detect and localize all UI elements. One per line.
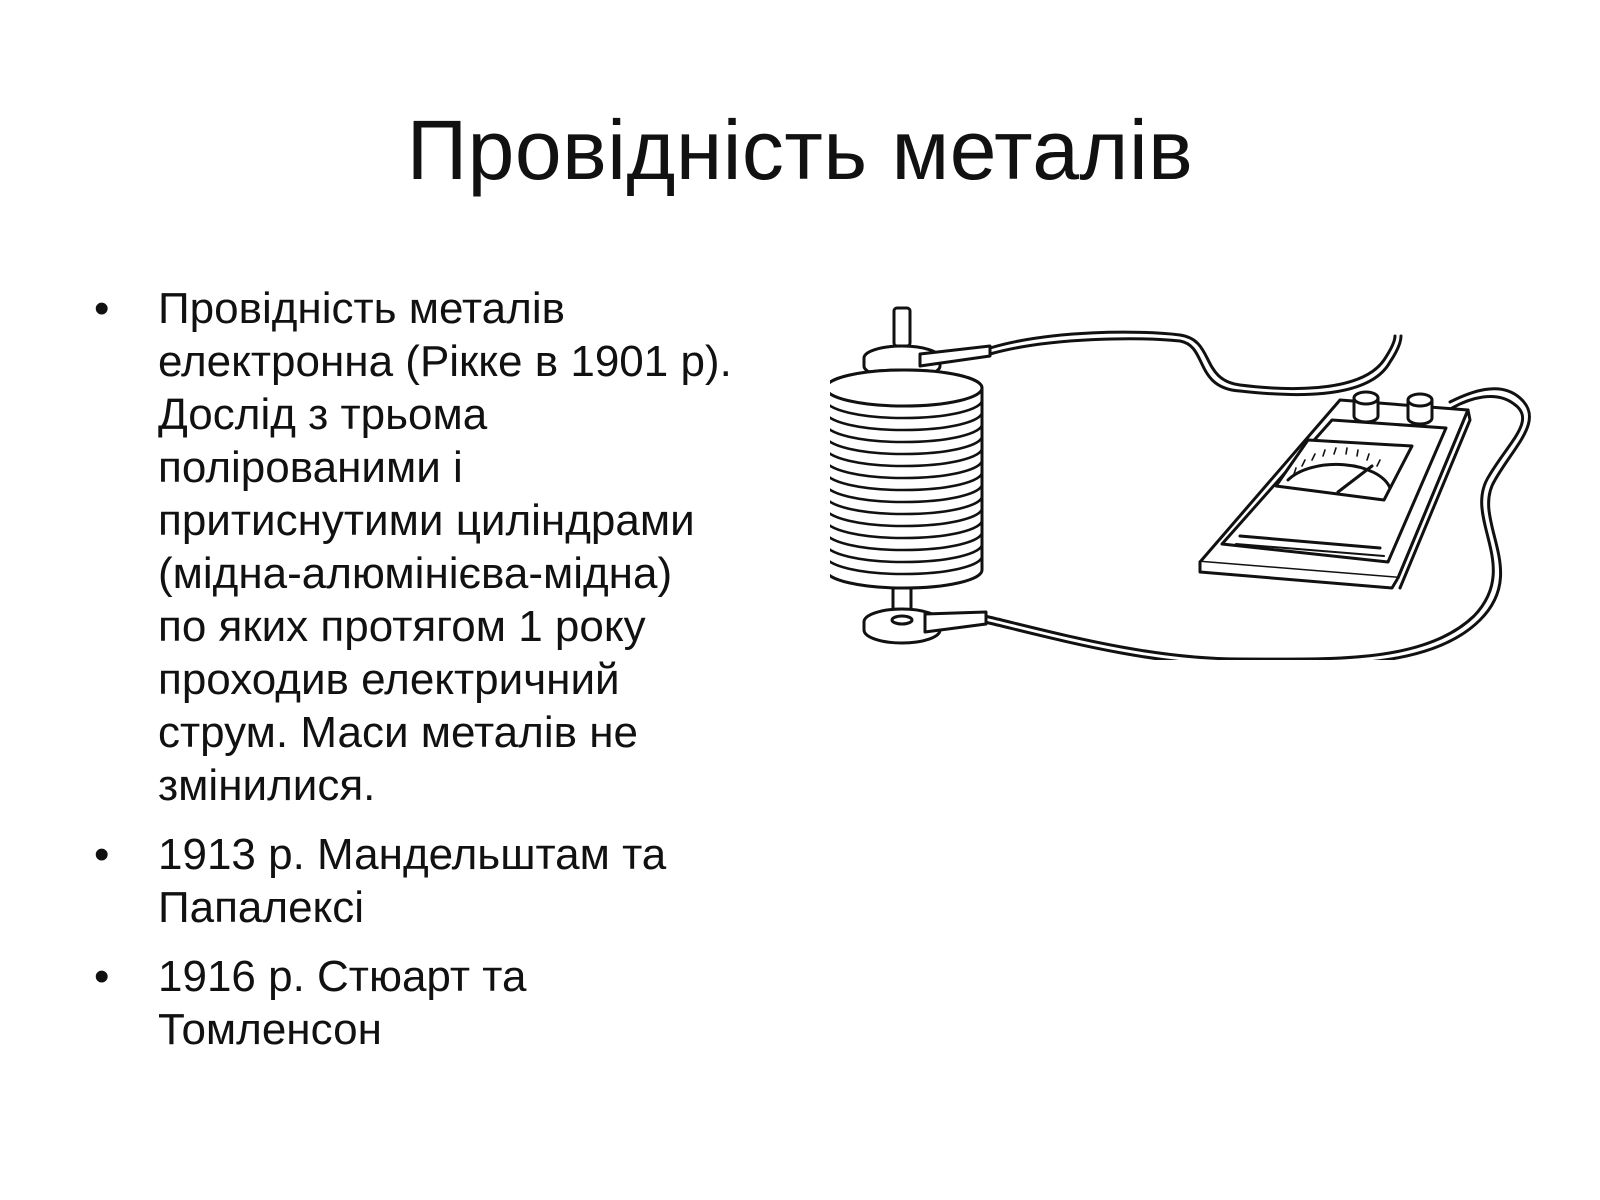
bullet-line: змінилися. — [158, 761, 376, 810]
bullet-line: 1916 р. Стюарт та — [158, 952, 527, 1001]
bullet-line: Томленсон — [158, 1005, 382, 1054]
bullet-line: полірованими і — [158, 443, 463, 492]
slide-title: Провідність металів — [406, 103, 1194, 197]
galvanometer-icon — [1198, 390, 1472, 590]
bullet-line: Дослід з трьома — [158, 390, 488, 439]
bullet-text-mandelshtam: 1913 р. Мандельштам та Папалексі — [158, 828, 852, 934]
bullet-line: електронна (Рікке в 1901 р). — [158, 337, 732, 386]
tolman-experiment-illustration — [830, 306, 1531, 660]
bullet-line: 1913 р. Мандельштам та — [158, 830, 667, 879]
bullet-line: Провідність металів — [158, 284, 565, 333]
bullet-text-stewart: 1916 р. Стюарт та Томленсон — [158, 950, 852, 1056]
bullet-list: • Провідність металів електронна (Рікке … — [92, 282, 852, 1072]
bullet-marker: • — [94, 284, 110, 333]
bullet-marker: • — [94, 830, 110, 879]
bullet-line: притиснутими циліндрами — [158, 496, 695, 545]
bullet-item-mandelshtam: • 1913 р. Мандельштам та Папалексі — [92, 828, 852, 934]
bullet-line: (мідна-алюмінієва-мідна) — [158, 549, 673, 598]
bullet-line: струм. Маси металів не — [158, 708, 638, 757]
bullet-marker: • — [94, 952, 110, 1001]
wire-icon — [983, 330, 1531, 660]
bullet-item-stewart: • 1916 р. Стюарт та Томленсон — [92, 950, 852, 1056]
bullet-item-rikke: • Провідність металів електронна (Рікке … — [92, 282, 852, 812]
coil-icon — [830, 306, 992, 645]
bullet-text-rikke: Провідність металів електронна (Рікке в … — [158, 282, 852, 812]
bullet-line: проходив електричний — [158, 655, 620, 704]
bullet-line: Папалексі — [158, 883, 365, 932]
bullet-line: по яких протягом 1 року — [158, 602, 646, 651]
